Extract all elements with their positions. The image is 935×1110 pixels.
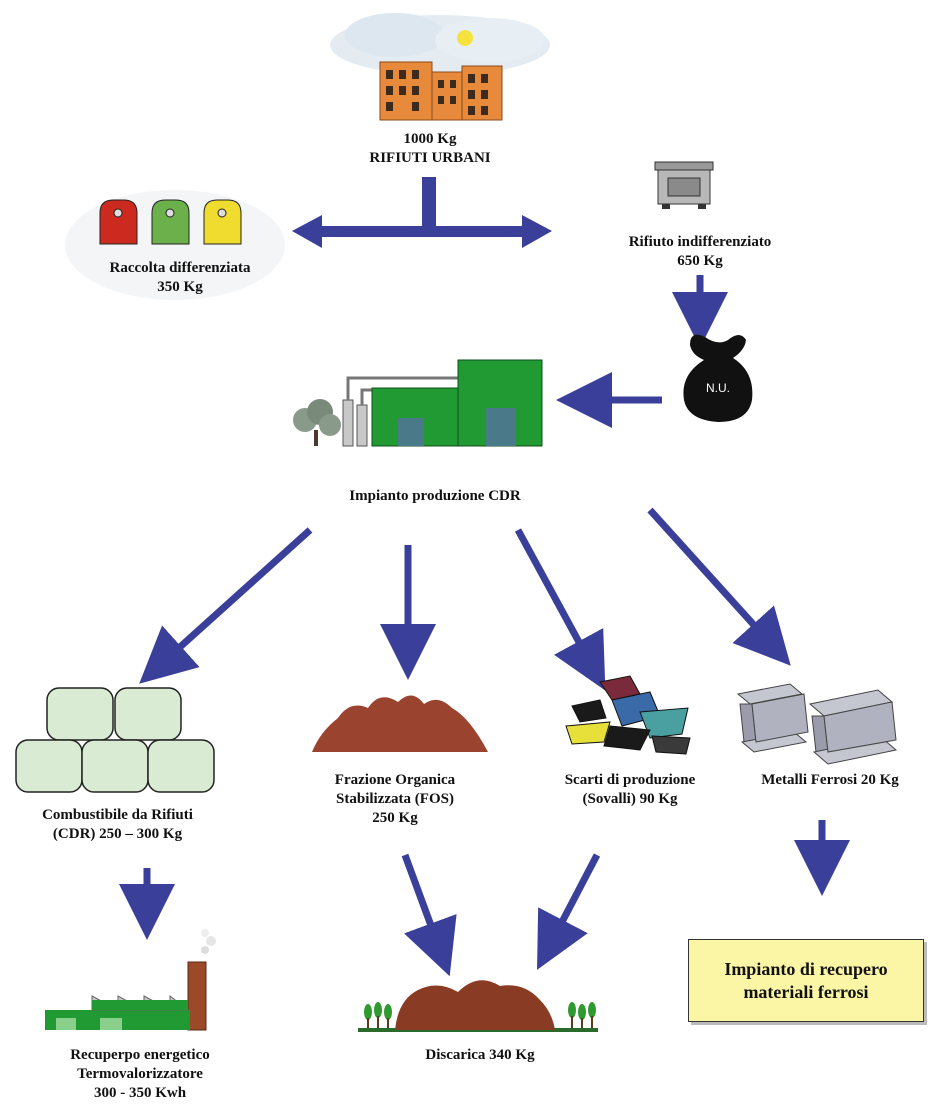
output-arrows (139, 507, 791, 691)
cdr-line1: Combustibile da Rifiuti (42, 807, 193, 823)
ferrous-line1: Impianto di recupero (724, 958, 888, 979)
energy-line2: Termovalorizzatore (77, 1066, 203, 1082)
cdr-plant-icon (293, 359, 543, 447)
source-amount: 1000 Kg (403, 131, 457, 147)
separate-collection-title: Raccolta differenziata (109, 260, 251, 276)
recycling-bins-icon (65, 190, 285, 300)
split-arrows (292, 177, 552, 248)
metals-line1: Metalli Ferrosi 20 Kg (761, 772, 899, 788)
landfill-icon (358, 980, 598, 1032)
steel-beams-icon (736, 683, 898, 765)
separate-collection-label: Raccolta differenziata 350 Kg (60, 259, 300, 297)
cdr-bales-icon (15, 687, 215, 793)
unsorted-waste-amount: 650 Kg (677, 253, 723, 269)
plant-label: Impianto produzione CDR (300, 487, 570, 506)
garbage-bag-icon: N.U. (683, 334, 753, 422)
bag-label: N.U. (706, 381, 730, 395)
fos-heap-icon (312, 695, 488, 752)
city-icon (330, 13, 550, 121)
fos-line2: Stabilizzata (FOS) (336, 791, 454, 807)
energy-recovery-label: Recuperpo energetico Termovalorizzatore … (20, 1046, 260, 1103)
scraps-output-label: Scarti di produzione (Sovalli) 90 Kg (530, 771, 730, 809)
cdr-line2: (CDR) 250 – 300 Kg (52, 826, 183, 842)
fos-output-label: Frazione Organica Stabilizzata (FOS) 250… (295, 771, 495, 828)
dumpster-icon (654, 161, 714, 209)
landfill-label: Discarica 340 Kg (370, 1046, 590, 1065)
incinerator-icon (45, 929, 216, 1031)
ferrous-line2: materiali ferrosi (743, 981, 869, 1002)
metals-output-label: Metalli Ferrosi 20 Kg (730, 771, 930, 790)
source-label: 1000 Kg RIFIUTI URBANI (330, 130, 530, 168)
lower-arrows (119, 820, 850, 977)
cdr-output-label: Combustibile da Rifiuti (CDR) 250 – 300 … (0, 806, 235, 844)
plant-title: Impianto produzione CDR (349, 488, 521, 504)
landfill-title: Discarica 340 Kg (425, 1047, 535, 1063)
unsorted-waste-title: Rifiuto indifferenziato (628, 234, 772, 250)
energy-line3: 300 - 350 Kwh (93, 1085, 187, 1101)
ferrous-recovery-box: Impianto di recupero materiali ferrosi (688, 939, 924, 1022)
scraps-line1: Scarti di produzione (564, 772, 696, 788)
source-title: RIFIUTI URBANI (369, 150, 491, 166)
scraps-line2: (Sovalli) 90 Kg (582, 791, 678, 807)
energy-line1: Recuperpo energetico (70, 1047, 210, 1063)
unsorted-waste-label: Rifiuto indifferenziato 650 Kg (585, 233, 815, 271)
separate-collection-amount: 350 Kg (157, 279, 203, 295)
scraps-icon (565, 675, 691, 755)
fos-line3: 250 Kg (372, 810, 418, 826)
fos-line1: Frazione Organica (334, 772, 456, 788)
